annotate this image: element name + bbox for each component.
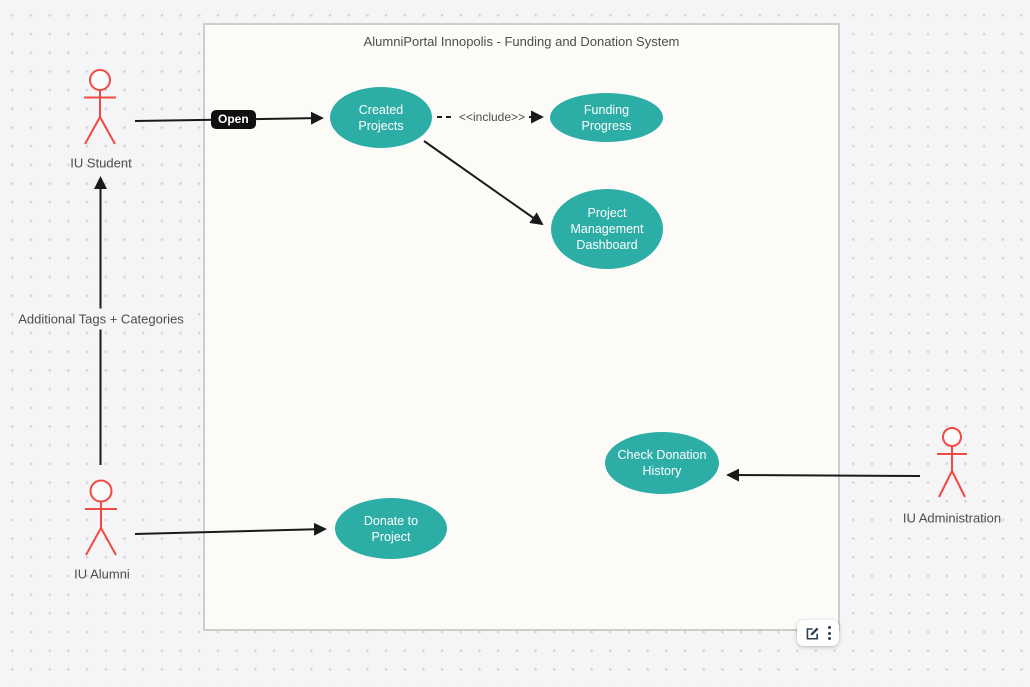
- actor-label-iu-alumni: IU Alumni: [74, 566, 130, 582]
- usecase-created-projects[interactable]: Created Projects: [330, 87, 432, 148]
- usecase-project-management-dashboard[interactable]: Project Management Dashboard: [551, 189, 663, 269]
- edge-alumni-donate-to-project[interactable]: [134, 522, 327, 536]
- usecase-funding-progress[interactable]: Funding Progress: [550, 93, 663, 142]
- actor-leg-left: [85, 527, 102, 556]
- actor-label-iu-administration: IU Administration: [902, 510, 1002, 526]
- actor-leg-right: [99, 116, 116, 145]
- floating-toolbar: [797, 620, 839, 646]
- actor-leg-left: [84, 116, 101, 145]
- kebab-menu-icon: [828, 626, 831, 640]
- edit-icon: [805, 626, 820, 641]
- actor-iu-alumni[interactable]: [85, 479, 117, 556]
- usecase-donate-to-project[interactable]: Donate to Project: [335, 498, 447, 559]
- edit-diagram-button[interactable]: [805, 626, 820, 641]
- more-options-button[interactable]: [828, 626, 831, 640]
- actor-head: [942, 427, 962, 447]
- actor-leg-left: [938, 470, 953, 498]
- edge-label-additional-tags-categories[interactable]: Additional Tags + Categories: [14, 308, 188, 330]
- edge-label-include[interactable]: <<include>>: [454, 110, 530, 124]
- usecase-check-donation-history[interactable]: Check Donation History: [605, 432, 719, 494]
- diagram-title: AlumniPortal Innopolis - Funding and Don…: [363, 34, 680, 49]
- actor-iu-administration[interactable]: [937, 427, 967, 498]
- edge-created-project-management[interactable]: [423, 140, 544, 226]
- actor-head: [89, 479, 113, 503]
- actor-label-iu-student: IU Student: [70, 155, 132, 171]
- edge-label-open[interactable]: Open: [211, 110, 256, 129]
- actor-head: [89, 69, 111, 91]
- actor-leg-right: [951, 470, 966, 498]
- edge-administration-check-donation[interactable]: [726, 468, 921, 482]
- actor-leg-right: [100, 527, 117, 556]
- actor-iu-student[interactable]: [84, 69, 116, 145]
